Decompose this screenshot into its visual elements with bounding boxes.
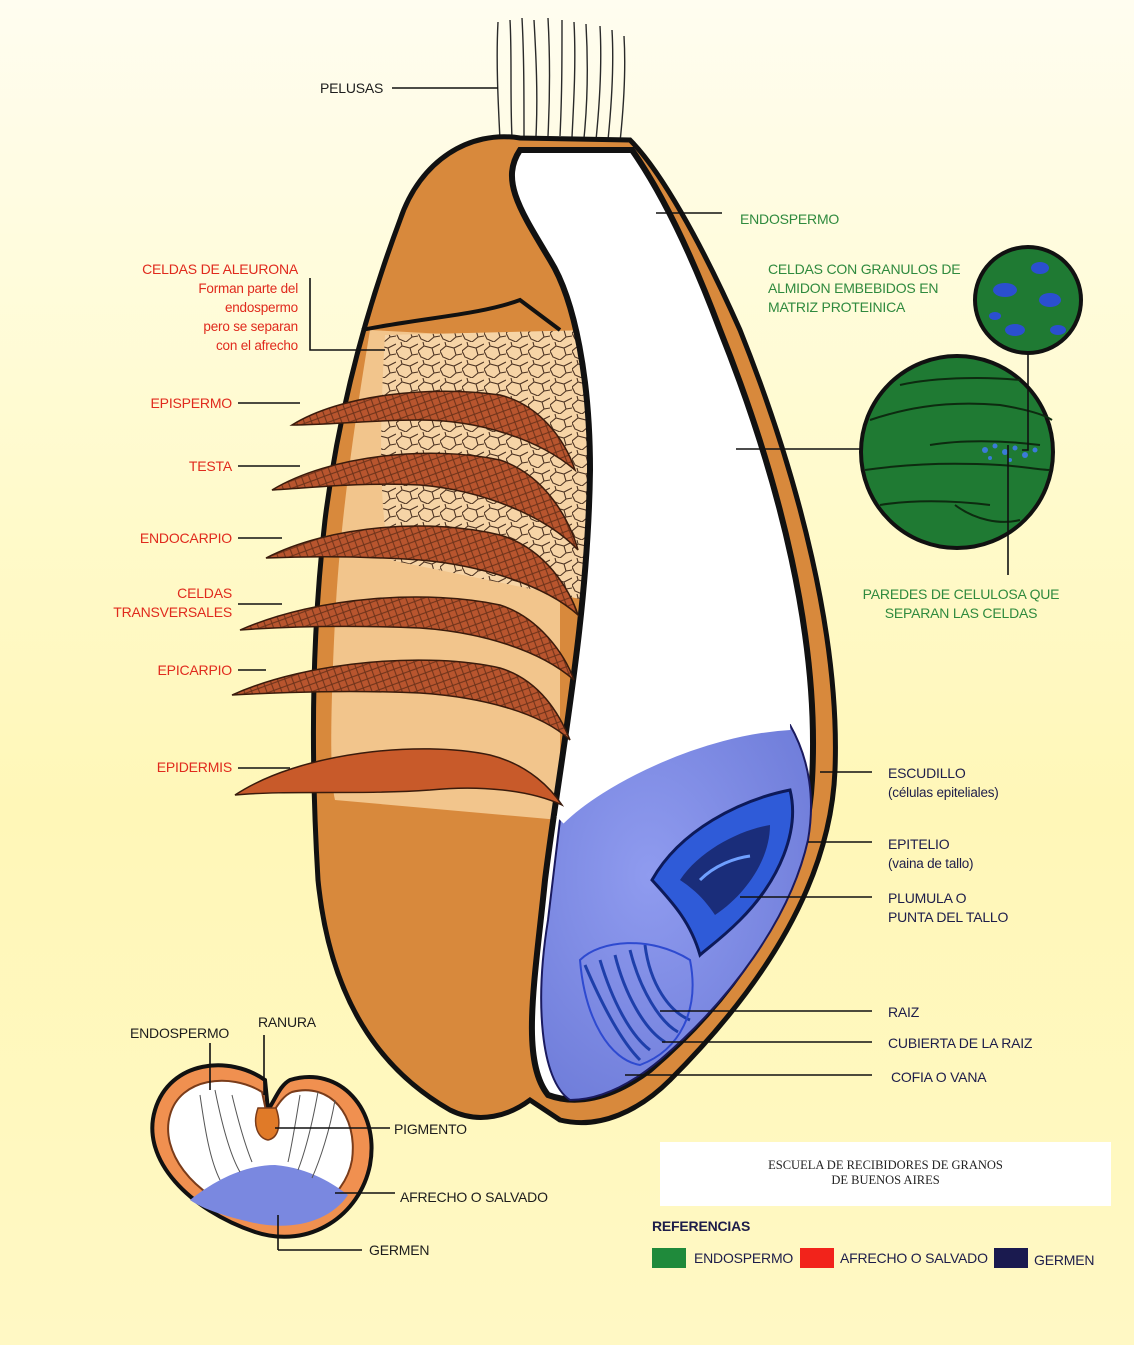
label-escudillo: ESCUDILLO (células epiteliales) [888, 764, 999, 802]
label-plumula: PLUMULA O PUNTA DEL TALLO [888, 889, 1008, 927]
label-afrecho-salvado: AFRECHO O SALVADO [400, 1188, 548, 1207]
legend-swatch-germen [994, 1248, 1028, 1268]
label-endospermo: ENDOSPERMO [740, 210, 839, 229]
label-germen: GERMEN [369, 1241, 429, 1260]
label-ranura: RANURA [258, 1013, 316, 1032]
legend-label-afrecho: AFRECHO O SALVADO [840, 1249, 988, 1268]
school-caption: ESCUELA DE RECIBIDORES DE GRANOS DE BUEN… [660, 1158, 1111, 1188]
label-epispermo: EPISPERMO [100, 394, 232, 413]
label-cofia: COFIA O VANA [891, 1068, 986, 1087]
label-celdas-aleurona: CELDAS DE ALEURONA Forman parte del endo… [120, 260, 298, 355]
legend-label-germen: GERMEN [1034, 1251, 1094, 1270]
label-testa: TESTA [100, 457, 232, 476]
label-raiz: RAIZ [888, 1003, 919, 1022]
label-endocarpio: ENDOCARPIO [100, 529, 232, 548]
label-cross-endospermo: ENDOSPERMO [130, 1024, 229, 1043]
cross-section [152, 1065, 371, 1236]
label-cubierta-raiz: CUBIERTA DE LA RAIZ [888, 1034, 1032, 1053]
label-celdas-transversales: CELDAS TRANSVERSALES [100, 584, 232, 622]
label-epitelio: EPITELIO (vaina de tallo) [888, 835, 973, 873]
label-pelusas: PELUSAS [320, 79, 383, 98]
legend-label-endospermo: ENDOSPERMO [694, 1249, 793, 1268]
legend-swatch-afrecho [800, 1248, 834, 1268]
legend-swatch-endospermo [652, 1248, 686, 1268]
cell-magnified-small [975, 247, 1081, 353]
label-pigmento: PIGMENTO [394, 1120, 467, 1139]
school-caption-box: ESCUELA DE RECIBIDORES DE GRANOS DE BUEN… [660, 1142, 1111, 1206]
pelusas-hairs [497, 18, 625, 142]
label-celdas-almidon: CELDAS CON GRANULOS DE ALMIDON EMBEBIDOS… [768, 260, 960, 317]
cell-magnified-large [861, 356, 1053, 548]
legend-title: REFERENCIAS [652, 1217, 750, 1236]
label-epidermis: EPIDERMIS [100, 758, 232, 777]
label-paredes-celulosa: PAREDES DE CELULOSA QUE SEPARAN LAS CELD… [856, 585, 1066, 623]
label-epicarpio: EPICARPIO [100, 661, 232, 680]
